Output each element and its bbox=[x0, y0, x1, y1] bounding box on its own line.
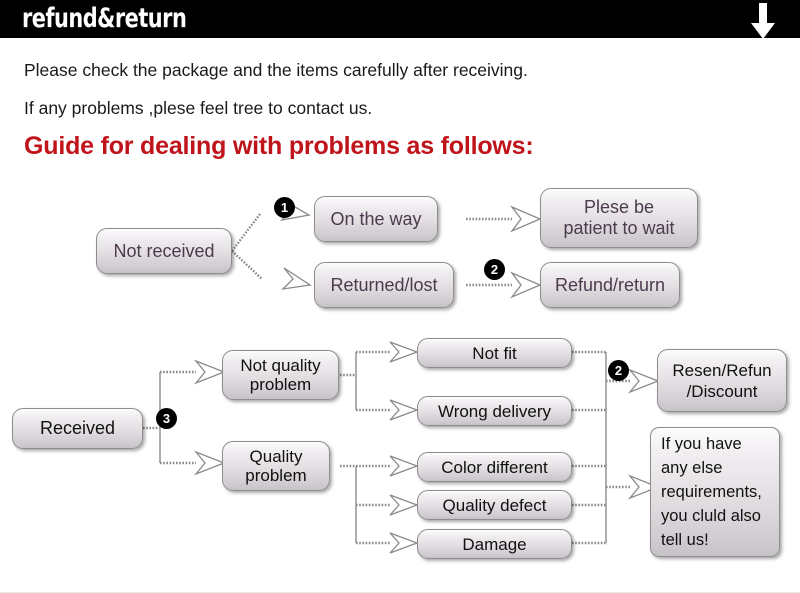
badge-1: 1 bbox=[274, 197, 295, 218]
node-on-the-way[interactable]: On the way bbox=[314, 196, 438, 242]
node-not-quality-problem-line1: Not quality bbox=[240, 356, 321, 375]
guide-heading: Guide for dealing with problems as follo… bbox=[24, 132, 534, 160]
node-other-requirements-line3: requirements, bbox=[661, 483, 762, 501]
node-other-requirements-line5: tell us! bbox=[661, 531, 709, 549]
header-bar bbox=[0, 0, 800, 38]
node-quality-problem[interactable]: Quality problem bbox=[222, 441, 330, 491]
node-other-requirements-line1: If you have bbox=[661, 435, 742, 453]
page-title: refund&return bbox=[22, 3, 187, 34]
node-plese-be-patient-line2: patient to wait bbox=[563, 218, 675, 238]
node-quality-problem-line1: Quality bbox=[249, 447, 303, 466]
node-wrong-delivery[interactable]: Wrong delivery bbox=[417, 396, 572, 426]
node-other-requirements-line4: you cluld also bbox=[661, 507, 761, 525]
node-not-quality-problem[interactable]: Not quality problem bbox=[222, 350, 339, 400]
node-received[interactable]: Received bbox=[12, 408, 143, 449]
node-color-different[interactable]: Color different bbox=[417, 452, 572, 482]
node-resend-refund-discount-line1: Resen/Refun bbox=[672, 360, 772, 380]
arrow-down-icon bbox=[751, 3, 775, 39]
node-resend-refund-discount-line2: /Discount bbox=[686, 381, 758, 401]
node-plese-be-patient-line1: Plese be bbox=[583, 197, 655, 217]
node-resend-refund-discount[interactable]: Resen/Refun /Discount bbox=[657, 349, 787, 412]
node-quality-problem-line2: problem bbox=[245, 466, 307, 485]
node-plese-be-patient[interactable]: Plese be patient to wait bbox=[540, 188, 698, 248]
node-refund-return[interactable]: Refund/return bbox=[540, 262, 680, 308]
badge-2-bottom: 2 bbox=[608, 360, 629, 381]
node-not-fit[interactable]: Not fit bbox=[417, 338, 572, 368]
intro-line-1: Please check the package and the items c… bbox=[24, 60, 528, 80]
node-not-quality-problem-line2: problem bbox=[249, 375, 312, 394]
node-not-received[interactable]: Not received bbox=[96, 228, 232, 274]
node-other-requirements-line2: any else bbox=[661, 459, 723, 477]
badge-2-top: 2 bbox=[484, 259, 505, 280]
node-other-requirements[interactable]: If you have any else requirements, you c… bbox=[650, 427, 780, 557]
node-quality-defect[interactable]: Quality defect bbox=[417, 490, 572, 520]
node-returned-lost[interactable]: Returned/lost bbox=[314, 262, 454, 308]
node-damage[interactable]: Damage bbox=[417, 529, 572, 559]
badge-3: 3 bbox=[156, 408, 177, 429]
intro-line-2: If any problems ,plese feel tree to cont… bbox=[24, 98, 373, 118]
